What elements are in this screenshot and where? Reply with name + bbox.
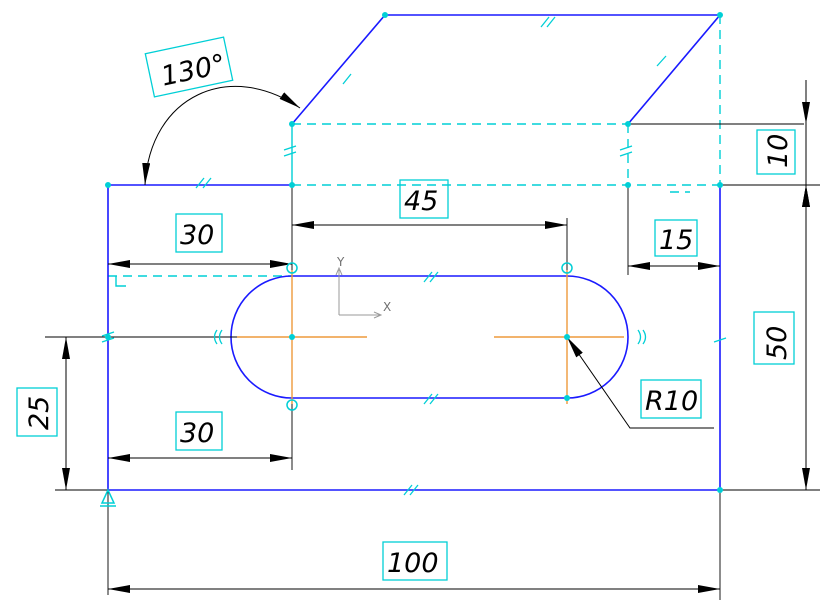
point [289,121,295,127]
open-point [561,262,573,274]
tangent-marker-right [637,329,647,345]
label-box-15 [654,219,698,257]
x-axis-arrow-icon [373,311,383,319]
label-50: 50 [762,326,793,360]
parallel-marker-bottom [403,484,419,496]
leader-R10 [566,336,714,429]
point [382,12,388,18]
parallel-marker-slot-bottom [423,393,439,405]
point [564,395,570,401]
point [105,182,111,188]
fixed-point-icon [100,488,116,507]
point [717,487,723,493]
construction-lines [108,15,721,277]
label-box-100 [382,541,448,581]
label-10: 10 [763,134,794,168]
label-box-50 [753,311,795,365]
label-R10: R10 [645,386,698,417]
point-markers [105,12,723,493]
point [289,334,295,340]
point [564,334,570,340]
parallel-marker-slot-top [423,271,439,283]
open-point [286,399,298,411]
point [625,182,631,188]
label-box-45 [399,179,449,219]
label-100: 100 [387,548,439,579]
parallel-marker-right-side [713,337,727,343]
right-angle-marker [115,276,126,287]
label-30-lower: 30 [180,418,214,449]
dimension-lines [62,80,810,593]
parallel-marker-top-left [195,177,212,189]
label-box-10 [756,129,796,175]
tangent-marker-left [213,329,223,345]
dimension-labels: 130° 45 30 30 15 R10 100 10 50 25 [16,36,796,581]
dim-arc-130 [142,85,301,186]
parallel-marker-right-post [619,145,633,157]
label-15: 15 [659,225,693,256]
label-25: 25 [24,396,55,430]
point [105,334,111,340]
y-axis-arrow-icon [335,266,343,276]
slanted-top-part [291,14,722,125]
label-box-30-lower [175,411,223,451]
coordinate-axes [335,266,383,319]
parallel-marker-top [540,16,556,28]
point [717,182,723,188]
parallel-marker-slant-right [656,55,667,67]
open-point [286,262,298,274]
label-box-angle [144,36,234,98]
x-axis-label: X [383,300,391,314]
point [625,121,631,127]
label-45: 45 [404,186,438,217]
parallel-marker-left-post [283,145,297,157]
open-point-markers [100,262,573,507]
point [717,12,723,18]
label-box-R10 [640,379,702,419]
label-box-30-upper [175,213,223,253]
parallel-marker-slant-left [342,73,352,85]
label-30-upper: 30 [180,220,214,251]
extension-lines [45,184,820,600]
label-box-25 [16,387,58,437]
y-axis-label: Y [336,255,345,269]
point [289,182,295,188]
constraint-markers [101,16,727,496]
